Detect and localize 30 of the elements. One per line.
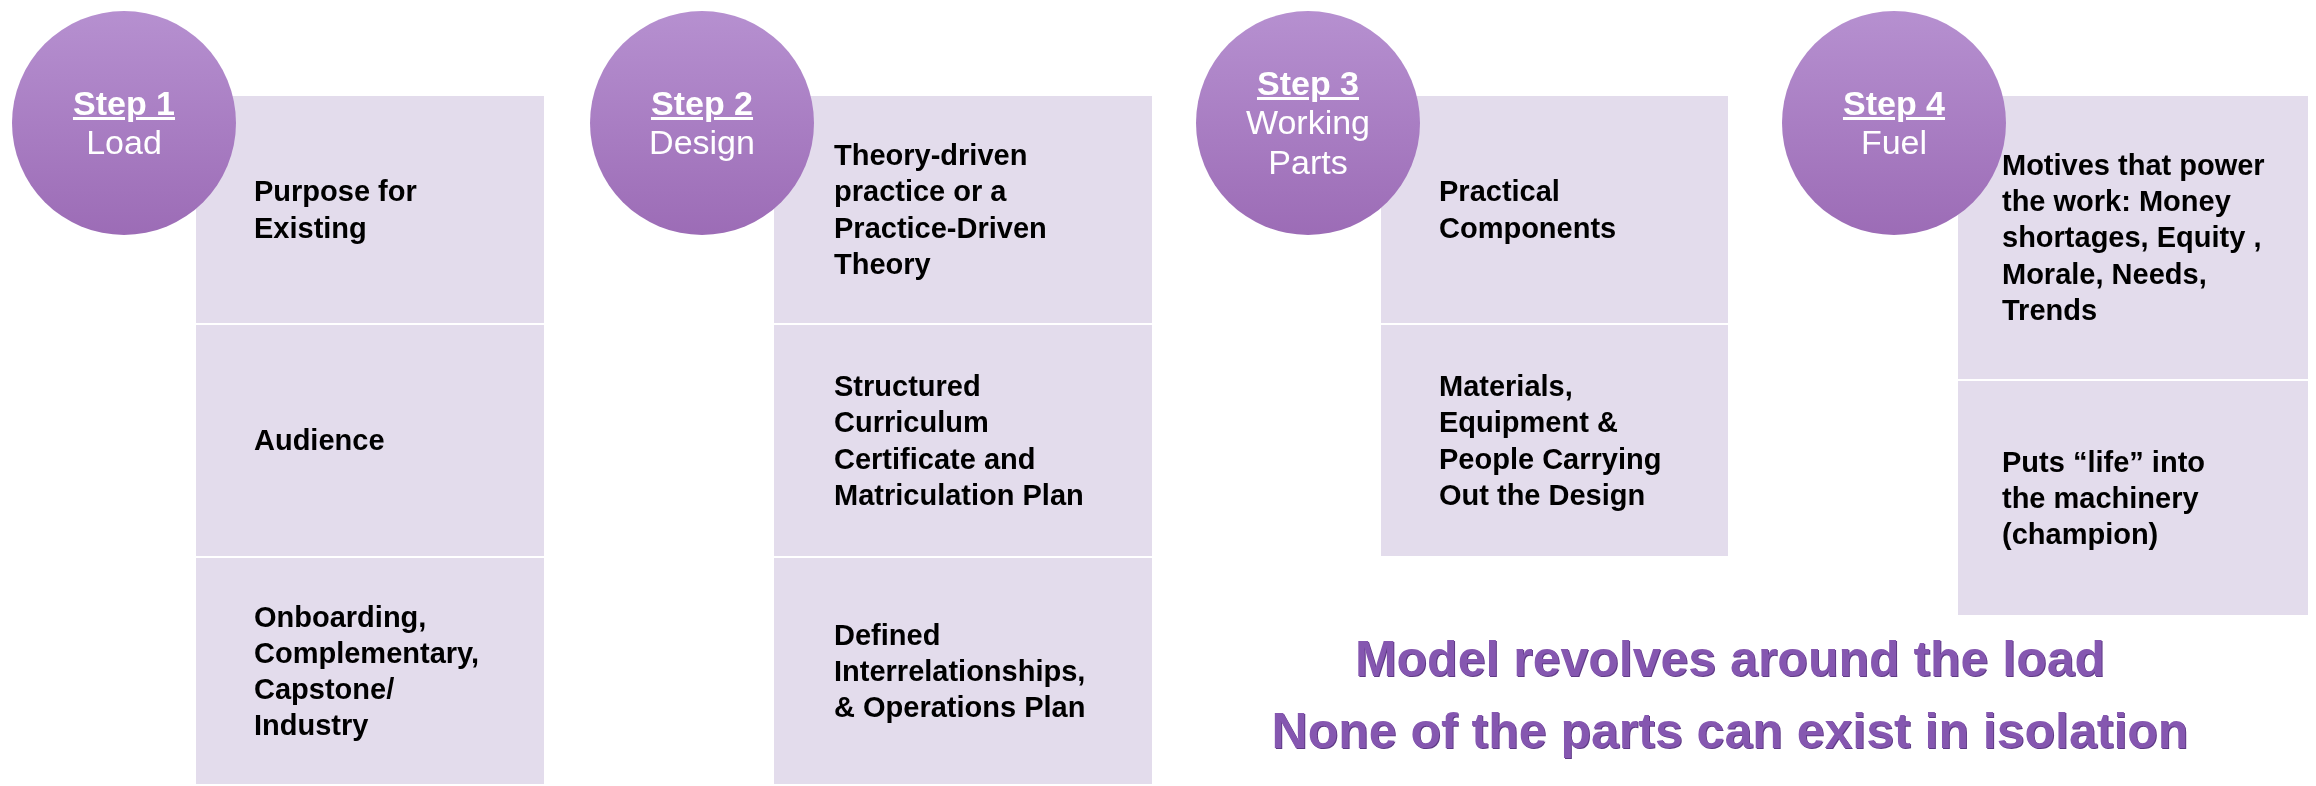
cell-text: Theory-driven practice or a Practice-Driven Theory xyxy=(834,138,1048,282)
table-cell xyxy=(1958,96,2308,381)
cell-text: Onboarding, Complementary, Capstone/ Industry xyxy=(254,599,481,744)
table-cell xyxy=(774,325,1152,558)
step-number: Step 3 xyxy=(1256,64,1359,104)
cell-text: Defined Interrelationships, & Operations Plan xyxy=(834,617,1087,726)
table-cell xyxy=(1381,96,1728,325)
cell-text: Puts “life” into the machinery (champion) xyxy=(2002,444,2206,553)
cell-text: Purpose for Existing xyxy=(254,174,418,246)
cell-text: Structured Curriculum Certificate and Matriculation Plan xyxy=(834,369,1085,513)
step-title: Load xyxy=(86,123,162,163)
table-cell xyxy=(196,96,544,325)
cell-text: Practical Components xyxy=(1439,174,1618,246)
table-cell xyxy=(774,558,1152,786)
step-title: Design xyxy=(649,123,755,163)
cell-text: Audience xyxy=(254,423,385,459)
table-cell xyxy=(196,325,544,558)
table-cell xyxy=(1958,381,2308,617)
cell-text: Materials, Equipment & People Carrying Out the Design xyxy=(1439,369,1663,513)
table-cell xyxy=(774,96,1152,325)
step-title: Fuel xyxy=(1860,123,1928,163)
cell-text: Motives that power the work: Money shortages, Equity , Morale, Needs, Trends xyxy=(2002,147,2266,328)
step-number: Step 2 xyxy=(650,83,753,123)
slogan-text: None of the parts can exist in isolation xyxy=(1270,702,2190,760)
table-cell xyxy=(196,558,544,786)
step-number: Step 4 xyxy=(1842,83,1945,123)
step-title: Working Parts xyxy=(1244,103,1372,182)
step-number: Step 1 xyxy=(72,83,175,123)
slogan-text: Model revolves around the load xyxy=(1353,630,2107,688)
table-cell xyxy=(1381,325,1728,558)
